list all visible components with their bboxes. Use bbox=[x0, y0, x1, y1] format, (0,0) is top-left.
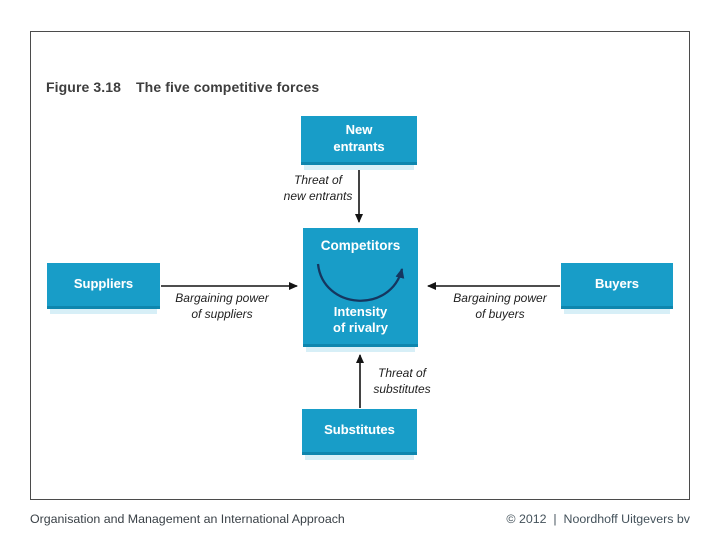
threat-substitutes-label: Threat of substitutes bbox=[373, 366, 431, 396]
rivalry-cycle-arrow bbox=[316, 263, 405, 302]
bargaining-power-suppliers-label: Bargaining power of suppliers bbox=[175, 291, 269, 321]
footer-copyright: © 2012 | Noordhoff Uitgevers bv bbox=[506, 512, 690, 526]
box-new-entrants: New entrants bbox=[301, 116, 417, 165]
figure-number: Figure 3.18 bbox=[46, 79, 122, 95]
bargaining-power-buyers-label: Bargaining power of buyers bbox=[453, 291, 547, 321]
threat-new-entrants-label: Threat of new entrants bbox=[283, 173, 353, 203]
box-suppliers: Suppliers bbox=[47, 263, 160, 309]
figure-caption: Figure 3.18 The five competitive forces bbox=[46, 79, 319, 95]
box-buyers: Buyers bbox=[561, 263, 673, 309]
figure-title: The five competitive forces bbox=[136, 79, 320, 95]
box-new-entrants-label: New entrants bbox=[333, 122, 385, 154]
box-substitutes-label: Substitutes bbox=[324, 422, 395, 438]
intensity-of-rivalry-label: Intensity of rivalry bbox=[333, 303, 388, 335]
footer-book-title: Organisation and Management an Internati… bbox=[30, 512, 345, 526]
box-substitutes: Substitutes bbox=[302, 409, 417, 455]
box-buyers-label: Buyers bbox=[594, 276, 640, 292]
box-suppliers-label: Suppliers bbox=[73, 276, 134, 292]
box-competitors: Competitors Intensity of rivalry bbox=[303, 228, 418, 347]
box-competitors-label: Competitors bbox=[320, 238, 401, 253]
